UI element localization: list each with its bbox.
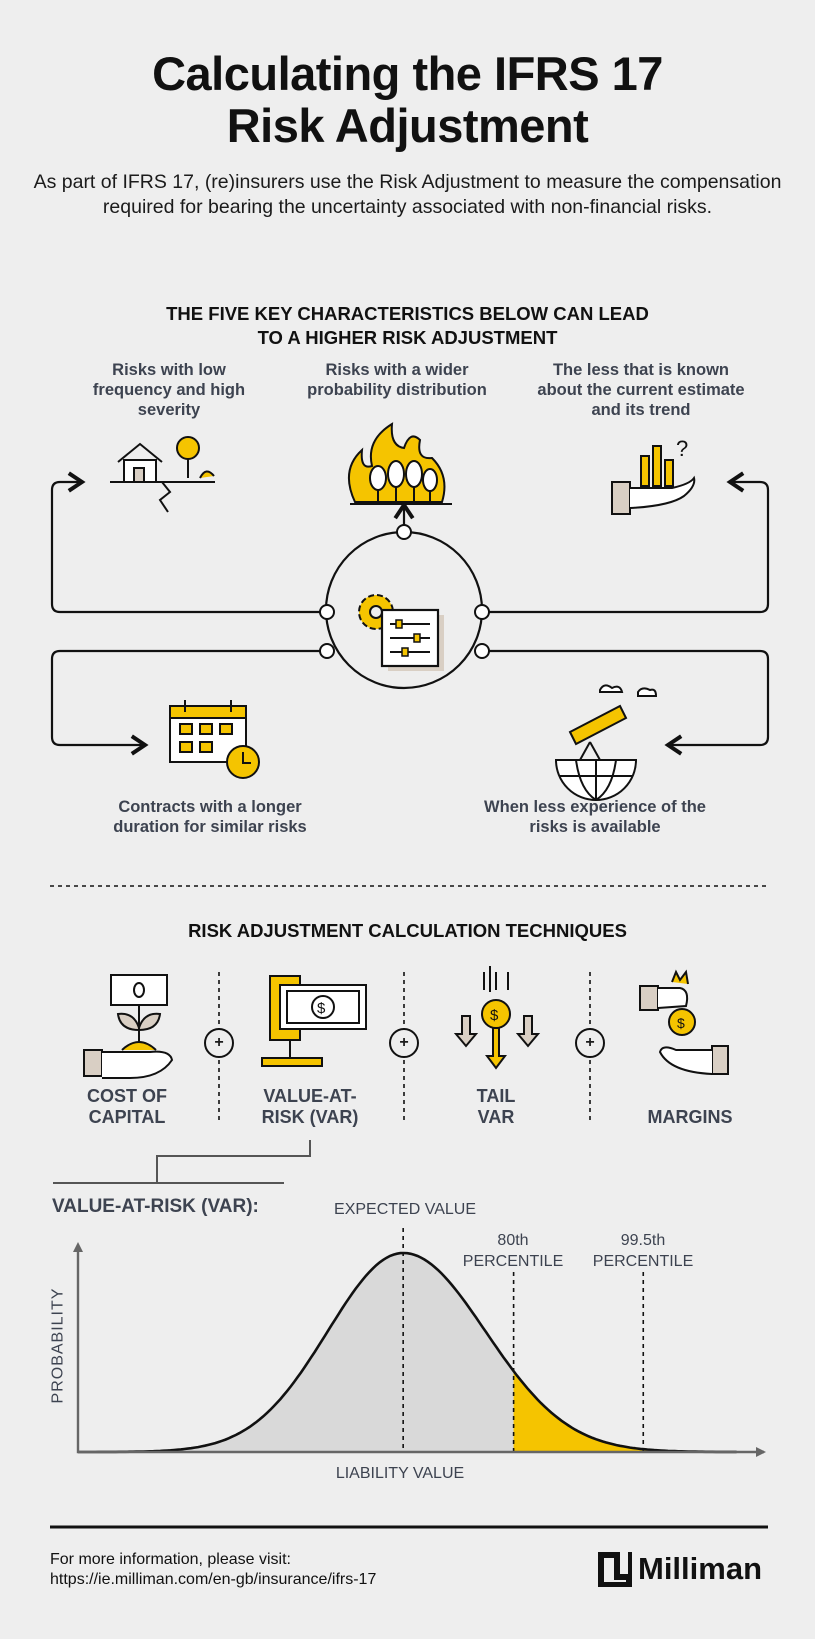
footer-link[interactable]: https://ie.milliman.com/en-gb/insurance/… <box>50 1571 377 1588</box>
milliman-logo <box>598 1552 632 1587</box>
hands-coin-icon: $ <box>639 969 729 1075</box>
technique-label-line: CAPITAL <box>88 1107 166 1127</box>
title-line-1: Calculating the IFRS 17 <box>152 47 663 100</box>
page-title: Calculating the IFRS 17 Risk Adjustment <box>0 48 815 152</box>
telescope-globe-icon <box>554 684 658 801</box>
money-clamp-icon: $ <box>261 975 367 1067</box>
tail-shaded-area <box>513 1371 737 1452</box>
var-bracket <box>53 1140 311 1184</box>
technique-label-line: TAIL <box>476 1086 516 1106</box>
plus-separators <box>204 1028 605 1058</box>
svg-text:?: ? <box>676 436 688 461</box>
technique-label-line: RISK (VAR) <box>261 1107 359 1127</box>
calendar-clock-icon <box>169 700 260 779</box>
footer-text: For more information, please visit: http… <box>50 1550 376 1590</box>
y-axis-label: PROBABILITY <box>49 1287 67 1404</box>
technique-var: VALUE-AT-RISK (VAR) <box>230 1086 390 1128</box>
forest-fire-icon <box>347 422 452 505</box>
plus-sign: + <box>399 1034 409 1051</box>
title-line-2: Risk Adjustment <box>226 99 589 152</box>
marker-label-expected: EXPECTED VALUE <box>334 1201 476 1218</box>
techniques-heading: RISK ADJUSTMENT CALCULATION TECHNIQUES <box>188 920 627 941</box>
svg-text:$: $ <box>317 1000 326 1017</box>
money-plant-hand-icon <box>83 974 174 1079</box>
hand-chart-question-icon: ? <box>611 436 696 515</box>
var-chart <box>73 1228 766 1457</box>
technique-margins: MARGINS <box>610 1086 770 1128</box>
characteristic-label: Risks with a wider probability distribut… <box>307 361 487 399</box>
milliman-logo-text: Milliman <box>638 1551 763 1586</box>
marker-label-line: 99.5th <box>620 1232 666 1249</box>
marker-label-line: PERCENTILE <box>592 1253 694 1270</box>
marker-label-line: 80th <box>497 1232 529 1249</box>
house-earthquake-icon <box>110 436 215 513</box>
x-axis-label: LIABILITY VALUE <box>335 1465 465 1482</box>
characteristic-label: Contracts with a longer duration for sim… <box>113 798 307 836</box>
technique-label-line: VAR <box>477 1107 515 1127</box>
var-heading: VALUE-AT-RISK (VAR): <box>52 1196 259 1217</box>
technique-label-line <box>610 1086 770 1107</box>
falling-coin-icon: $ <box>453 966 541 1070</box>
characteristic-label: When less experience of the risks is ava… <box>484 798 706 836</box>
svg-text:$: $ <box>677 1015 685 1031</box>
distribution-curve <box>78 1251 737 1454</box>
y-axis-arrow <box>73 1242 83 1252</box>
footer-line: For more information, please visit: <box>50 1551 291 1568</box>
characteristics-heading: THE FIVE KEY CHARACTERISTICS BELOW CAN L… <box>0 302 815 350</box>
x-axis-arrow <box>756 1447 766 1457</box>
center-hub <box>319 524 490 690</box>
intro-text: As part of IFRS 17, (re)insurers use the… <box>33 171 782 218</box>
plus-sign: + <box>585 1034 595 1051</box>
technique-label-line: VALUE-AT- <box>263 1086 357 1106</box>
flow-connectors <box>50 471 770 756</box>
heading-line-2: TO A HIGHER RISK ADJUSTMENT <box>257 327 558 348</box>
svg-text:$: $ <box>490 1007 499 1024</box>
technique-label-line: COST OF <box>87 1086 167 1106</box>
marker-label-line: PERCENTILE <box>462 1253 564 1270</box>
technique-label-line: MARGINS <box>647 1107 733 1127</box>
distribution-area <box>78 1253 737 1452</box>
gear-settings-icon <box>358 594 444 671</box>
plus-sign: + <box>214 1034 224 1051</box>
characteristic-label: The less that is known about the current… <box>537 361 745 419</box>
chart-axes <box>76 1246 764 1454</box>
characteristic-label: Risks with low frequency and high severi… <box>92 361 246 419</box>
heading-line-1: THE FIVE KEY CHARACTERISTICS BELOW CAN L… <box>166 303 649 324</box>
